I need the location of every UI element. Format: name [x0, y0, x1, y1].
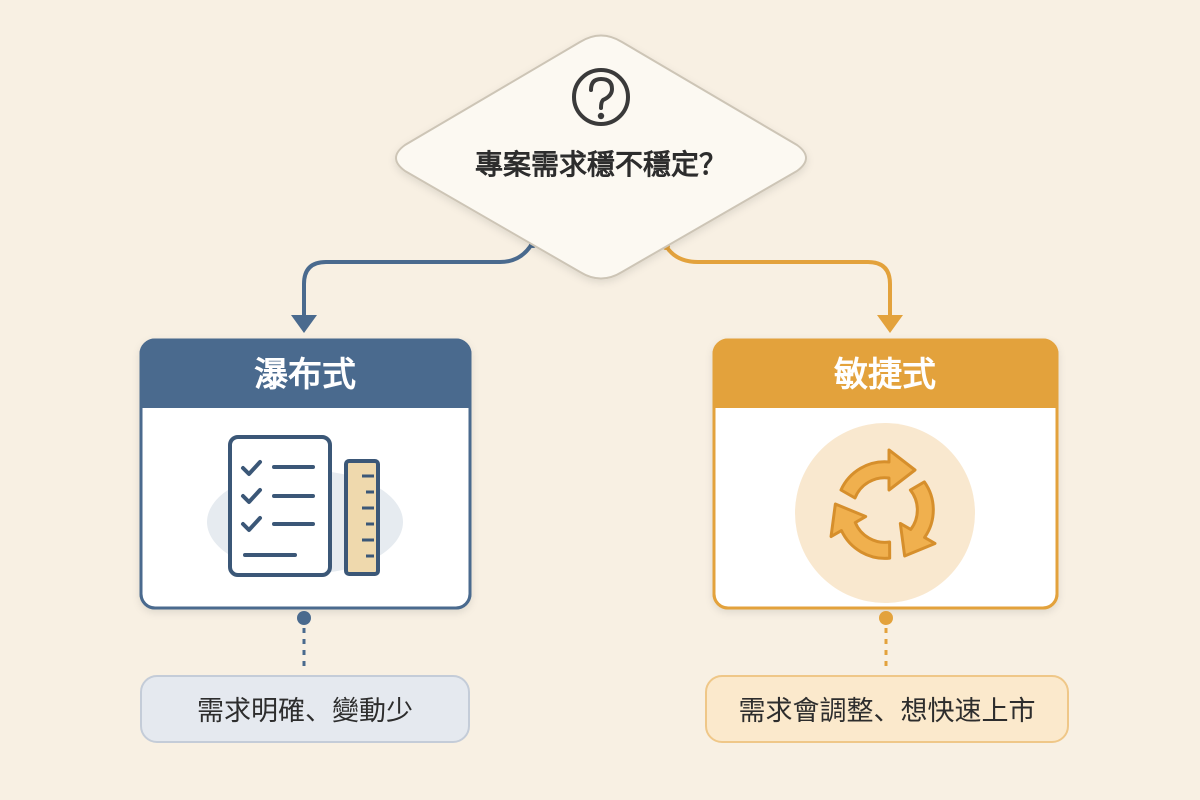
description-pill-agile: 需求會調整、想快速上市: [705, 675, 1069, 743]
ruler-icon: [344, 459, 380, 576]
connector-left-desc: [297, 611, 311, 672]
option-description: 需求會調整、想快速上市: [739, 696, 1036, 727]
arrow-down-icon: [877, 315, 903, 333]
question-icon: [572, 68, 630, 126]
description-pill-waterfall: 需求明確、變動少: [140, 675, 470, 743]
connector-right: [662, 242, 903, 333]
checklist-icon: [228, 435, 332, 577]
option-card-agile: 敏捷式: [712, 338, 1059, 610]
decision-node: 專案需求穩不穩定？: [395, 34, 807, 280]
option-description: 需求明確、變動少: [197, 696, 413, 727]
decision-question: 專案需求穩不穩定？: [475, 148, 727, 181]
option-card-waterfall: 瀑布式: [139, 338, 472, 610]
connector-left: [291, 240, 537, 333]
arrow-down-icon: [291, 315, 317, 333]
option-title: 敏捷式: [834, 355, 936, 395]
connector-right-desc: [879, 611, 893, 672]
cycle-arrows-icon: [829, 448, 937, 560]
option-title: 瀑布式: [254, 355, 356, 395]
